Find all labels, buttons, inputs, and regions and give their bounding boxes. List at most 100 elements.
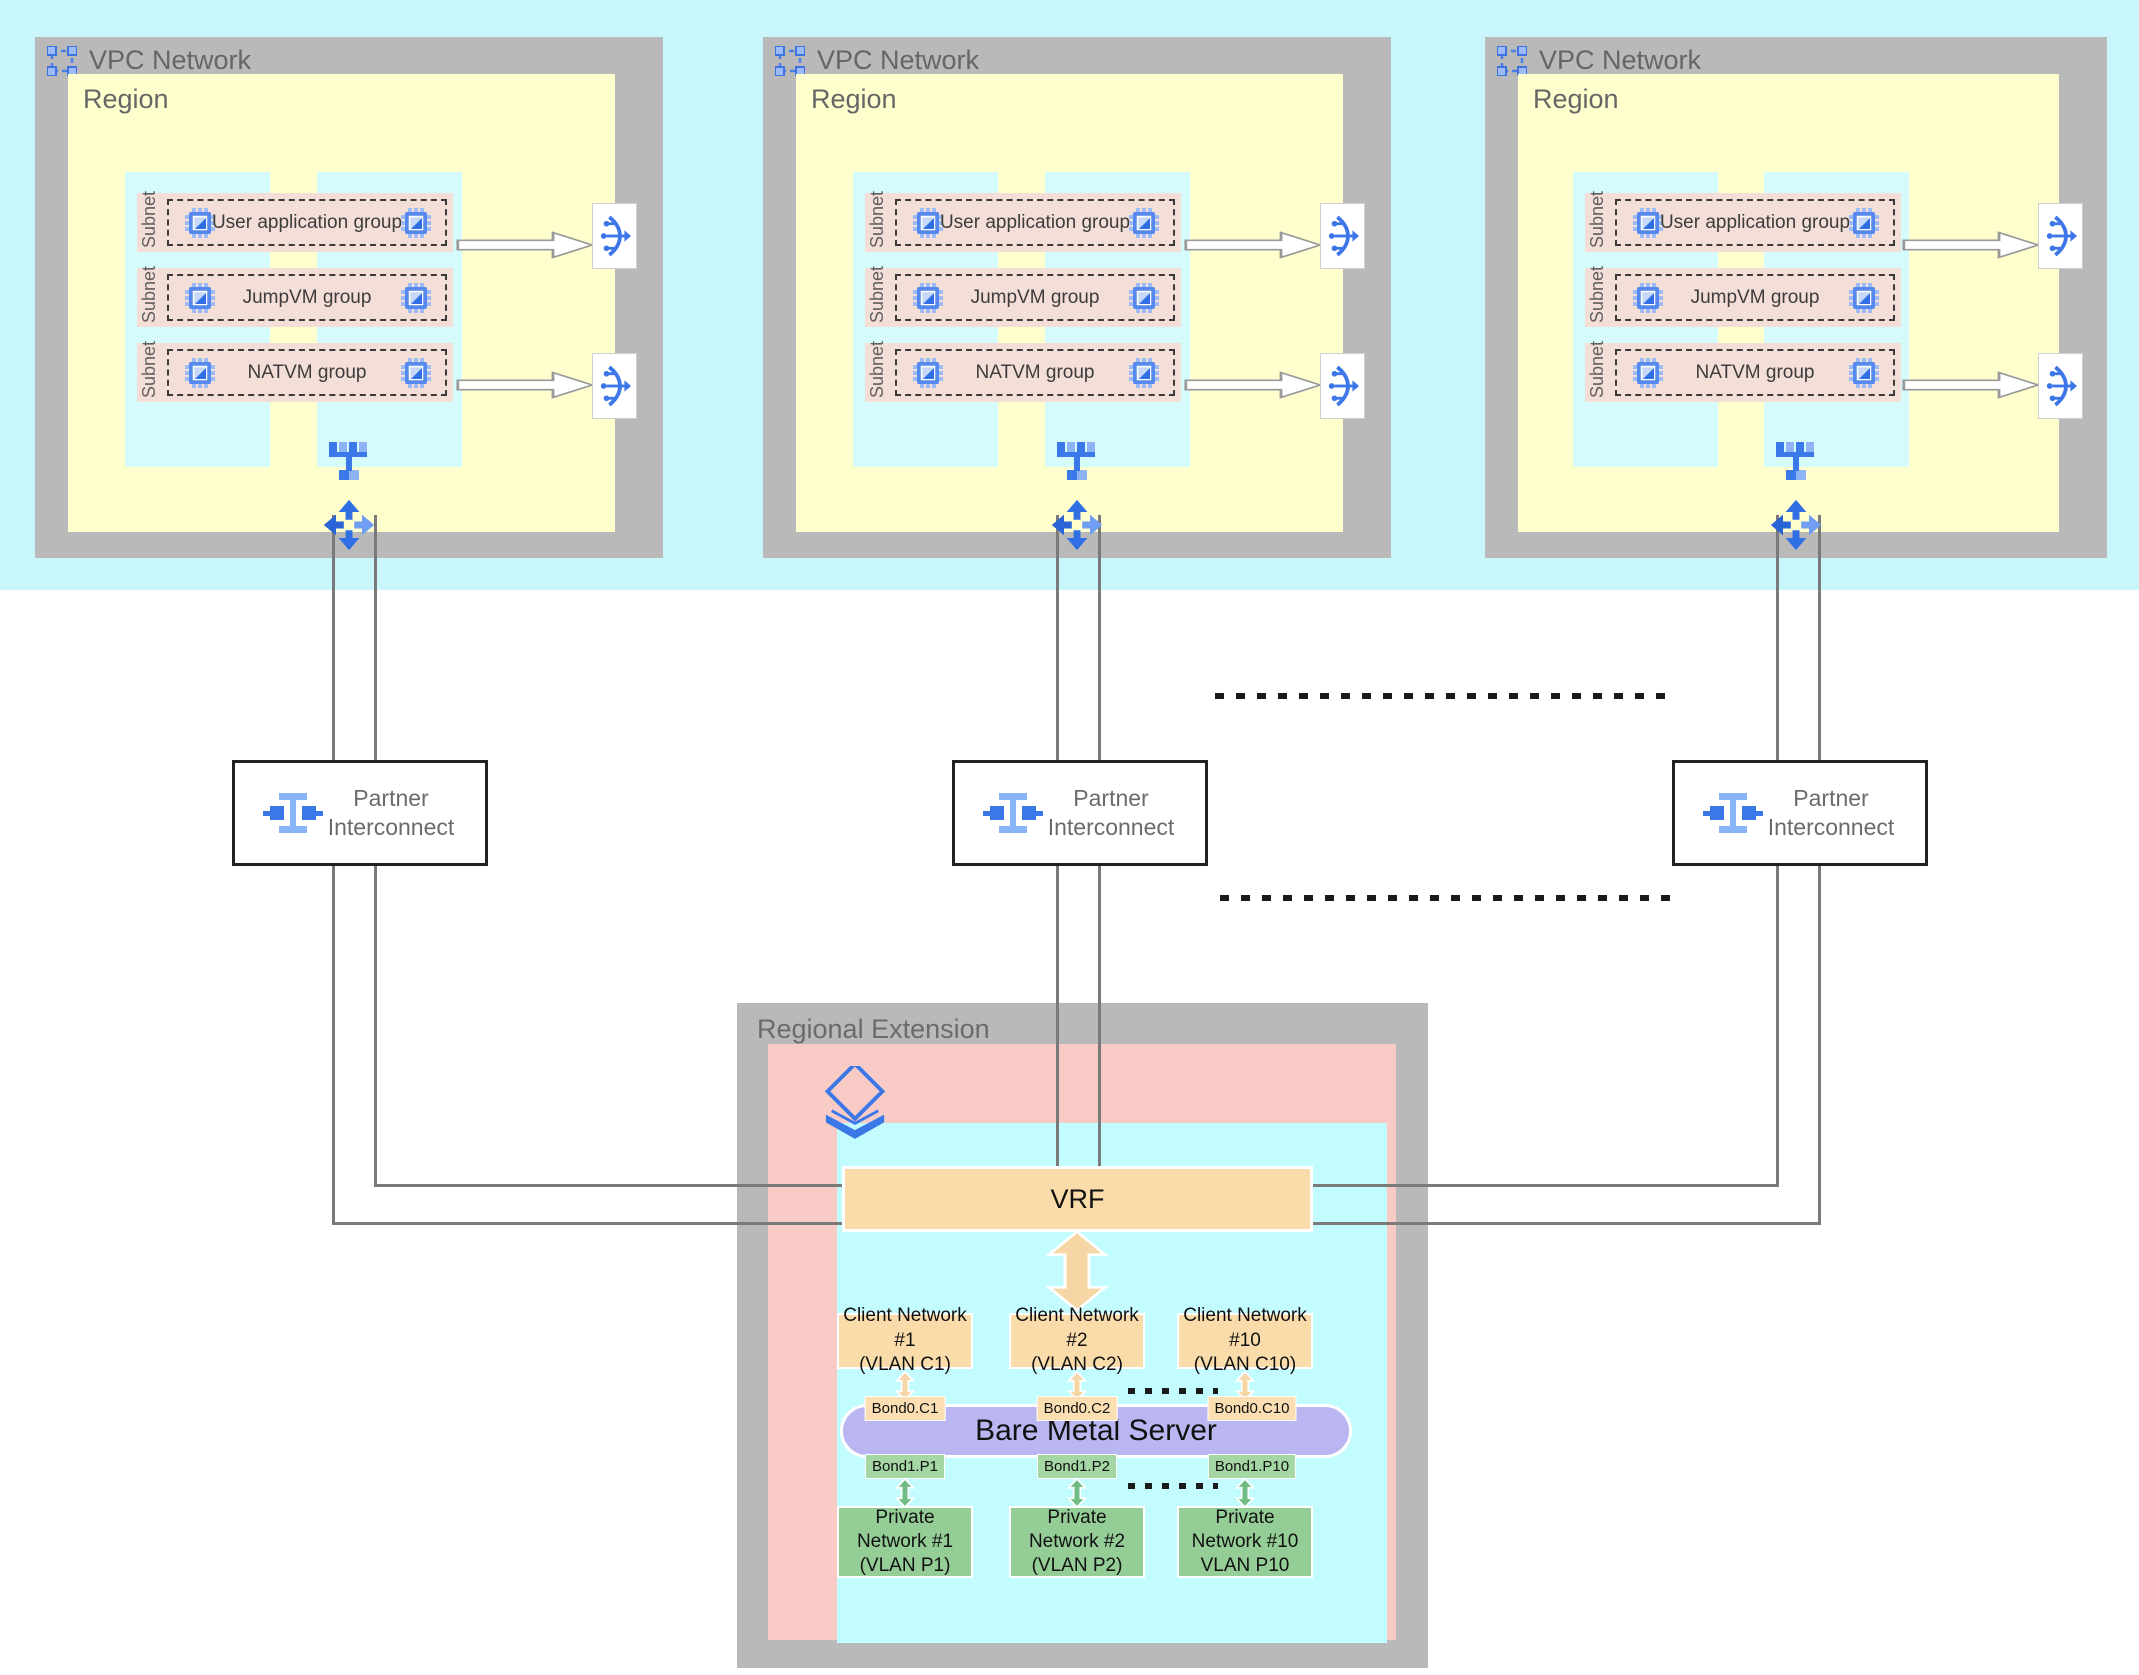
instance-group-box: User application group [1615, 199, 1895, 246]
subnet-label: Subnet [139, 340, 159, 398]
egress-arrow [1183, 231, 1323, 259]
vpc-header: VPC Network [1497, 45, 1701, 76]
load-balancer-icon [598, 207, 632, 265]
region-label: Region [811, 84, 897, 114]
continuation-dots [1220, 895, 1672, 901]
vpc-icon [775, 46, 805, 76]
compute-vm-icon [401, 283, 431, 313]
private-network-vlan: VLAN P10 [1200, 1554, 1290, 1576]
load-balancer-icon [598, 357, 632, 415]
link-line [1313, 1222, 1821, 1225]
compute-vm-icon [401, 208, 431, 238]
bond0-label: Bond0.C1 [864, 1396, 946, 1421]
private-network-name: Private Network #2 [1028, 1507, 1126, 1553]
link-line [332, 1222, 842, 1225]
compute-vm-icon [401, 358, 431, 388]
partner-interconnect-box: Partner Interconnect [1672, 760, 1928, 866]
load-balancer-icon [1326, 357, 1360, 415]
vrf-label: VRF [1050, 1183, 1105, 1214]
subnet-row: Subnet User application group [137, 190, 453, 252]
compute-vm-icon [1633, 208, 1663, 238]
client-network-box: Client Network #1 (VLAN C1) [837, 1305, 973, 1375]
private-network-vlan: (VLAN P2) [1031, 1554, 1123, 1576]
bond-arrow-down [1235, 1478, 1255, 1508]
client-network-vlan: (VLAN C10) [1193, 1354, 1297, 1376]
client-network-vlan: (VLAN C2) [1031, 1354, 1123, 1376]
bond-arrow-down [1067, 1478, 1087, 1508]
continuation-dots [1215, 693, 1667, 699]
instance-group-box: User application group [895, 199, 1175, 246]
group-label: NATVM group [247, 361, 367, 383]
load-balancer-icon [2044, 357, 2078, 415]
network-switch-icon [1055, 442, 1099, 482]
egress-arrow [1901, 231, 2041, 259]
compute-vm-icon [913, 358, 943, 388]
client-network-name: Client Network #1 [843, 1304, 967, 1351]
vpc-header: VPC Network [775, 45, 979, 76]
vrf-box: VRF [842, 1166, 1313, 1232]
group-label: JumpVM group [970, 286, 1100, 308]
network-switch-icon [1774, 442, 1818, 482]
partner-interconnect-label: Partner Interconnect [1767, 785, 1895, 840]
vpc-title: VPC Network [817, 45, 980, 75]
subnet-row: Subnet JumpVM group [1585, 266, 1901, 327]
regional-extension-label: Regional Extension [757, 1014, 990, 1044]
region-box: Region Zone Zone Subnet User application… [68, 74, 615, 532]
cross-arrows-icon [323, 499, 375, 551]
instance-group-box: User application group [167, 199, 447, 246]
vpc-icon [47, 46, 77, 76]
load-balancer [1320, 203, 1365, 269]
group-label: NATVM group [1695, 361, 1815, 383]
vpc-network-block-3: VPC Network Region Zone Zone Subnet User… [1485, 37, 2107, 558]
link-line [1818, 515, 1821, 1225]
continuation-dots [1128, 1388, 1218, 1394]
load-balancer [2038, 203, 2083, 269]
group-label: User application group [211, 211, 403, 233]
region-label: Region [83, 84, 169, 114]
egress-arrow [1901, 371, 2041, 399]
compute-vm-icon [1849, 358, 1879, 388]
compute-vm-icon [1849, 283, 1879, 313]
load-balancer [2038, 353, 2083, 419]
bond-arrow-down [895, 1478, 915, 1508]
private-network-name: Private Network #10 [1191, 1507, 1299, 1553]
private-network-name: Private Network #1 [856, 1507, 954, 1553]
subnet-row: Subnet NATVM group [865, 340, 1181, 402]
vrf-bidirectional-arrow [1045, 1230, 1109, 1312]
compute-vm-icon [1849, 208, 1879, 238]
region-label: Region [1533, 84, 1619, 114]
instance-group-box: JumpVM group [1615, 274, 1895, 321]
bond1-label: Bond1.P10 [1207, 1454, 1297, 1479]
subnet-row: Subnet NATVM group [137, 340, 453, 402]
compute-vm-icon [1129, 208, 1159, 238]
subnet-label: Subnet [1587, 340, 1607, 398]
private-network-vlan: (VLAN P1) [859, 1554, 951, 1576]
compute-vm-icon [913, 208, 943, 238]
subnet-label: Subnet [867, 340, 887, 398]
load-balancer [1320, 353, 1365, 419]
vpc-network-block-2: VPC Network Region Zone Zone Subnet User… [763, 37, 1391, 558]
vpc-icon [1497, 46, 1527, 76]
partner-interconnect-icon [983, 791, 1043, 835]
client-network-vlan: (VLAN C1) [859, 1354, 951, 1376]
subnet-label: Subnet [139, 190, 159, 248]
compute-vm-icon [185, 208, 215, 238]
cross-arrows-icon [1051, 499, 1103, 551]
instance-group-box: NATVM group [1615, 349, 1895, 396]
network-switch-icon [327, 442, 371, 482]
partner-interconnect-label: Partner Interconnect [1047, 785, 1175, 840]
bond0-label: Bond0.C10 [1207, 1396, 1297, 1421]
subnet-row: Subnet User application group [865, 191, 1181, 252]
client-network-name: Client Network #10 [1183, 1304, 1307, 1351]
egress-arrow [455, 371, 595, 399]
instance-group-box: JumpVM group [895, 274, 1175, 321]
partner-interconnect-label: Partner Interconnect [327, 785, 455, 840]
subnet-label: Subnet [1587, 190, 1607, 248]
vpc-network-block-1: VPC Network Region Zone Zone Subnet User… [35, 37, 663, 558]
compute-vm-icon [1633, 358, 1663, 388]
load-balancer-icon [1326, 207, 1360, 265]
compute-vm-icon [1633, 283, 1663, 313]
group-label: NATVM group [975, 361, 1095, 383]
egress-arrow [455, 231, 595, 259]
